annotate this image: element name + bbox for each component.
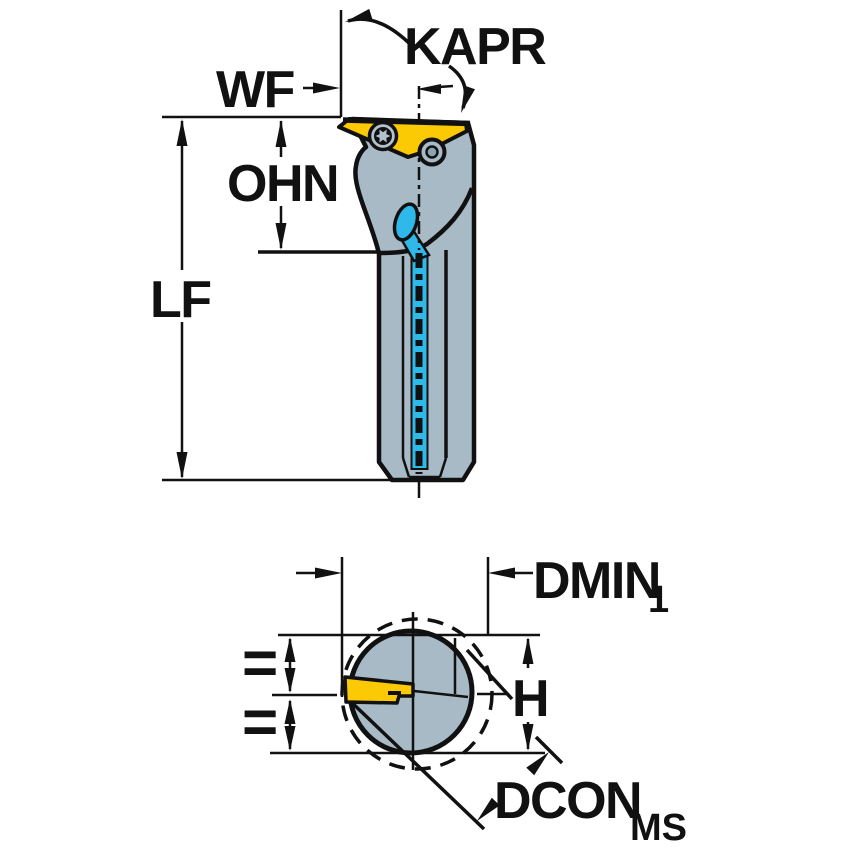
dmin-arrow-right-icon [315,567,342,579]
shank-facet-right-chamfer [438,457,448,478]
h-arrow-down-icon [522,724,534,751]
section-insert-shape [343,675,415,705]
dcon-arrow-ne-icon [526,752,549,776]
center-height-marks: = = [242,629,296,757]
shank-facet-left-chamfer [401,457,411,478]
kapr-arrow-down-icon [461,85,475,113]
equal-lower-arrow-up-icon [284,699,296,724]
torx-star-icon [375,129,391,143]
lf-dimension: LF [150,119,212,479]
dmin-label: DMIN [533,552,660,610]
kapr-arrow-left-icon [345,8,373,22]
kapr-label: KAPR [404,18,546,76]
kapr-small-arrow-icon [417,84,441,94]
ohn-dimension: OHN [227,120,340,250]
dmin-dimension: DMIN 1 [296,552,669,697]
wf-dimension: WF [216,61,340,119]
lf-label: LF [150,271,211,329]
dcon-subscript: MS [630,807,687,849]
dmin-arrow-left-icon [488,567,515,579]
kapr-dimension: KAPR [345,8,548,113]
equal-upper-arrow-down-icon [284,668,296,693]
section-insert [343,675,415,705]
dcon-tangent-upper-ext [534,735,564,765]
dcon-dimension: DCON MS [477,752,687,849]
section-view: DMIN 1 H = = DCON [242,552,687,849]
equal-upper-arrow-up-icon [284,637,296,662]
insert-top-edge [342,117,471,127]
lf-arrow-up-icon [176,119,188,146]
ohn-arrow-up-icon [275,120,287,147]
dcon-tangent-upper [465,648,514,701]
clamp-hole-inner [425,145,439,159]
neck-transition-curve [379,187,475,256]
wf-arrow-icon [313,82,340,94]
dmin-subscript: 1 [648,579,669,621]
ohn-arrow-down-icon [275,223,287,250]
torx-screw [367,120,399,152]
dcon-tangent-lower [345,696,486,831]
h-dimension: H [270,633,550,755]
side-view: LF OHN WF KAPR [150,8,548,498]
clamp-hole [417,137,447,167]
section-horizontal-centerline-mid [413,689,469,699]
equal-lower-arrow-down-icon [284,726,296,751]
dcon-arrow-sw-icon [477,797,500,821]
h-label: H [512,670,548,728]
kapr-small-arrow-tail [438,84,454,89]
dcon-label: DCON [494,772,641,830]
ohn-label: OHN [227,155,338,213]
coolant-inlet-hole [392,202,420,242]
kapr-arc-left [347,17,414,48]
wf-label: WF [216,61,294,119]
equals-upper-symbol: = [242,629,278,698]
equals-lower-symbol: = [242,688,278,757]
lf-arrow-down-icon [176,452,188,479]
h-arrow-up-icon [522,637,534,664]
